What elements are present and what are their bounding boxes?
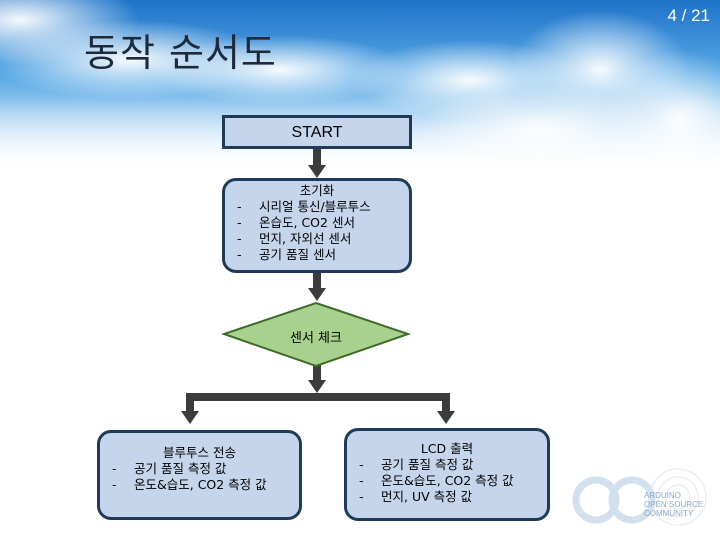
lcd-item: -먼지, UV 측정 값 bbox=[359, 489, 473, 504]
lcd-item: -공기 품질 측정 값 bbox=[359, 457, 474, 472]
arrow-init-to-decision bbox=[313, 273, 321, 290]
decision-label: 센서 체크 bbox=[290, 331, 342, 346]
arrow-to-lcd bbox=[442, 393, 450, 413]
bluetooth-heading: 블루투스 전송 bbox=[163, 445, 236, 460]
start-node: START bbox=[222, 115, 412, 149]
page-number: 4 / 21 bbox=[667, 6, 710, 25]
init-item: -공기 품질 센서 bbox=[237, 247, 336, 262]
arduino-logo-icon bbox=[572, 468, 707, 526]
arrow-start-to-init bbox=[313, 149, 321, 167]
lcd-node: LCD 출력 -공기 품질 측정 값 -온도&습도, CO2 측정 값 -먼지,… bbox=[344, 428, 550, 521]
bluetooth-item: -온도&습도, CO2 측정 값 bbox=[112, 477, 267, 492]
watermark-text: ARDUINO OPEN SOURCE COMMUNITY bbox=[644, 491, 704, 518]
decision-diamond bbox=[220, 301, 412, 368]
lcd-item: -온도&습도, CO2 측정 값 bbox=[359, 473, 514, 488]
init-item: -시리얼 통신/블루투스 bbox=[237, 199, 371, 214]
init-item: -먼지, 자외선 센서 bbox=[237, 231, 352, 246]
arrow-to-bluetooth bbox=[186, 393, 194, 413]
init-node: 초기화 -시리얼 통신/블루투스 -온습도, CO2 센서 -먼지, 자외선 센… bbox=[222, 178, 412, 273]
branch-bar bbox=[186, 393, 450, 401]
slide-title: 동작 순서도 bbox=[84, 31, 277, 75]
init-item: -온습도, CO2 센서 bbox=[237, 215, 355, 230]
bluetooth-item: -공기 품질 측정 값 bbox=[112, 461, 227, 476]
lcd-heading: LCD 출력 bbox=[420, 441, 474, 456]
arrow-decision-to-branch bbox=[313, 365, 321, 382]
init-heading: 초기화 bbox=[299, 183, 335, 198]
bluetooth-node: 블루투스 전송 -공기 품질 측정 값 -온도&습도, CO2 측정 값 bbox=[97, 430, 302, 520]
